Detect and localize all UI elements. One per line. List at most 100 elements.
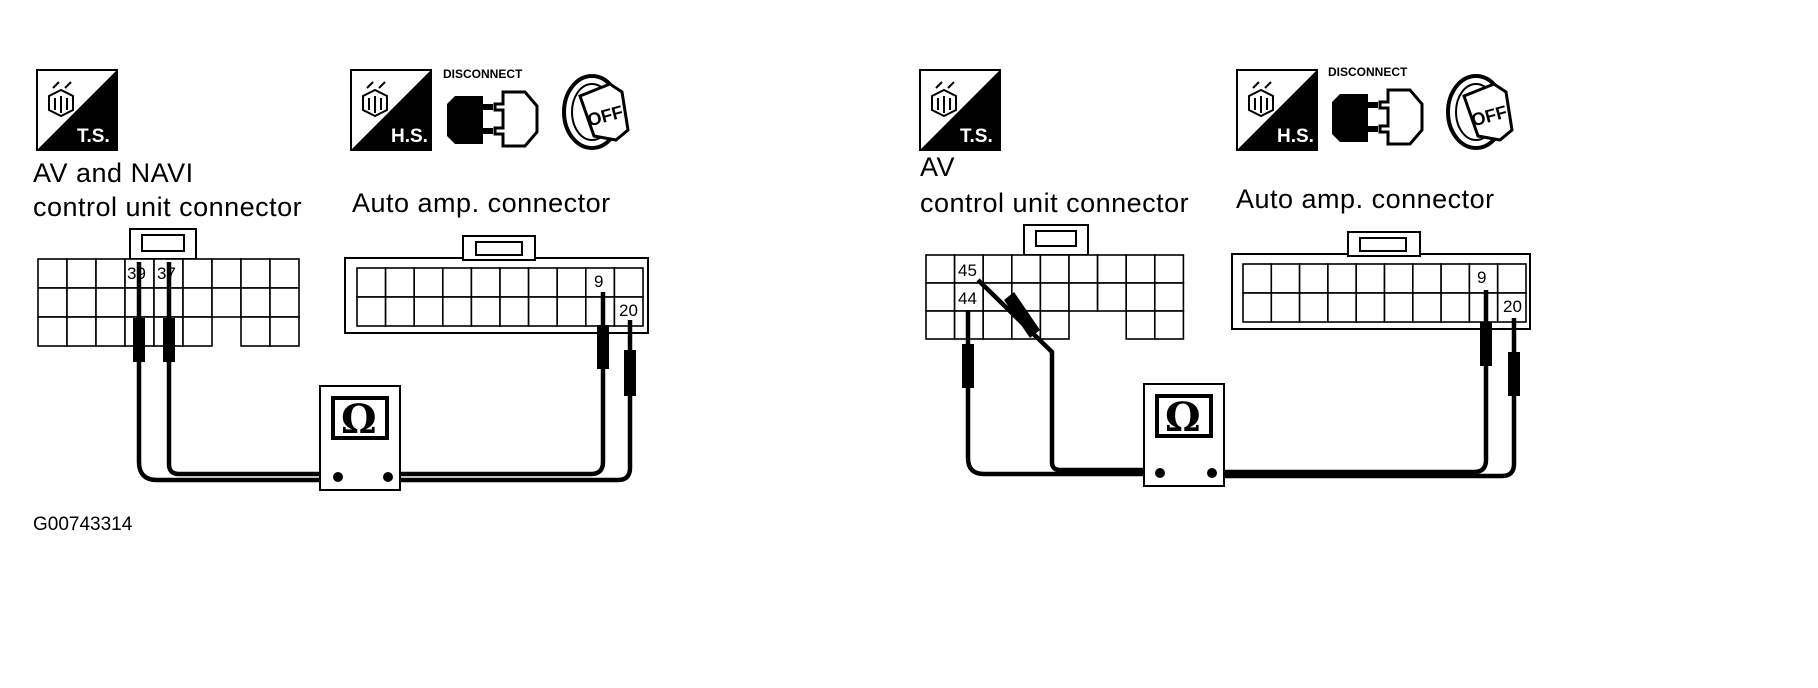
- connector-cavity: [211, 258, 242, 289]
- connector-cavity: [182, 316, 213, 347]
- connector-cavity: [1068, 282, 1099, 312]
- pin-a2-label: 37: [157, 264, 176, 283]
- connector-b-label: Auto amp. connector: [1236, 184, 1495, 214]
- connector-cavity: [37, 287, 68, 318]
- connector-cavity: [66, 287, 97, 318]
- connector-cavity: [527, 296, 558, 327]
- hs-icon: H.S.: [350, 69, 432, 151]
- connector-b-label: Auto amp. connector: [352, 188, 611, 218]
- connector-cavity: [982, 310, 1013, 340]
- connector-cavity: [1327, 292, 1358, 323]
- connector-cavity: [925, 282, 956, 312]
- ohm-symbol: Ω: [1165, 394, 1201, 441]
- connector-a-label-line2: control unit connector: [33, 192, 302, 222]
- connector-cavity: [1355, 263, 1386, 294]
- connector-cavity: [1242, 292, 1273, 323]
- connector-cavity: [556, 296, 587, 327]
- connector-a-label-line2: control unit connector: [920, 188, 1189, 218]
- pin-a1-label: 45: [958, 261, 977, 280]
- connector-cavity: [982, 254, 1013, 284]
- pin-b2-label: 20: [1503, 297, 1522, 316]
- connector-cavity: [37, 258, 68, 289]
- connector-cavity: [925, 254, 956, 284]
- connector-cavity: [37, 316, 68, 347]
- connector-b: [344, 235, 649, 334]
- connector-cavity: [240, 287, 271, 318]
- connector-cavity: [1298, 263, 1329, 294]
- hs-label: H.S.: [1277, 126, 1314, 147]
- connector-cavity: [413, 267, 444, 298]
- connector-cavity: [1125, 254, 1156, 284]
- connector-cavity: [1039, 282, 1070, 312]
- pin-a2-label: 44: [958, 289, 977, 308]
- connector-cavity: [1383, 263, 1414, 294]
- figure-code: G00743314: [33, 514, 133, 535]
- ohmmeter: Ω: [1143, 383, 1225, 487]
- connector-cavity: [1355, 292, 1386, 323]
- probe-wires: [962, 278, 1520, 479]
- connector-cavity: [1270, 263, 1301, 294]
- connector-cavity: [95, 258, 126, 289]
- disconnect-label: DISCONNECT: [443, 67, 523, 81]
- connector-cavity: [556, 267, 587, 298]
- connector-cavity: [384, 267, 416, 298]
- connector-b: [1231, 231, 1531, 330]
- disconnect-label: DISCONNECT: [1328, 65, 1408, 79]
- connector-cavity: [95, 316, 126, 347]
- panel-right: T.S. H.S. DISCONNECT OFF AV control unit…: [919, 65, 1531, 487]
- connector-cavity: [1096, 282, 1127, 312]
- connector-cavity: [441, 296, 473, 327]
- connector-cavity: [384, 296, 416, 327]
- ts-icon: T.S.: [919, 69, 1001, 151]
- connector-cavity: [584, 296, 616, 327]
- pin-b1-label: 9: [594, 272, 603, 291]
- hs-icon: H.S.: [1236, 69, 1318, 151]
- pin-a1-label: 39: [127, 264, 146, 283]
- disconnect-icon: DISCONNECT: [1328, 65, 1424, 146]
- connector-cavity: [1468, 292, 1499, 323]
- connector-cavity: [1440, 292, 1471, 323]
- connector-cavity: [1096, 254, 1127, 284]
- connector-cavity: [1412, 263, 1442, 294]
- connector-cavity: [1010, 254, 1042, 284]
- connector-cavity: [269, 316, 300, 347]
- ts-label: T.S.: [77, 126, 110, 147]
- connector-cavity: [182, 258, 213, 289]
- connector-cavity: [356, 267, 387, 298]
- disconnect-icon: DISCONNECT: [443, 67, 539, 148]
- connector-a-label-line1: AV and NAVI: [33, 158, 194, 188]
- connector-cavity: [1383, 292, 1414, 323]
- ignition-key-off-icon: OFF: [1446, 74, 1514, 150]
- ignition-key-off-icon: OFF: [562, 74, 630, 150]
- connector-cavity: [613, 267, 644, 298]
- connector-cavity: [527, 267, 558, 298]
- connector-cavity: [1039, 310, 1070, 340]
- connector-cavity: [499, 296, 530, 327]
- connector-cavity: [1068, 254, 1099, 284]
- connector-cavity: [95, 287, 126, 318]
- connector-cavity: [413, 296, 444, 327]
- connector-cavity: [1496, 263, 1527, 294]
- connector-cavity: [1412, 292, 1442, 323]
- connector-cavity: [1039, 254, 1070, 284]
- connector-cavity: [1154, 254, 1185, 284]
- ts-icon: T.S.: [36, 69, 118, 151]
- hs-label: H.S.: [391, 126, 428, 147]
- connector-cavity: [1125, 310, 1156, 340]
- connector-cavity: [470, 296, 501, 327]
- pin-b1-label: 9: [1477, 268, 1486, 287]
- connector-cavity: [1154, 310, 1185, 340]
- connector-a: [925, 224, 1185, 340]
- ohm-symbol: Ω: [341, 396, 377, 443]
- connector-cavity: [1496, 292, 1527, 323]
- connector-cavity: [211, 287, 242, 318]
- connector-cavity: [925, 310, 956, 340]
- connector-cavity: [499, 267, 530, 298]
- connector-cavity: [953, 254, 984, 284]
- connector-cavity: [182, 287, 213, 318]
- connector-a-label-line1: AV: [920, 152, 955, 182]
- connector-cavity: [66, 316, 97, 347]
- connector-cavity: [1242, 263, 1273, 294]
- connector-cavity: [470, 267, 501, 298]
